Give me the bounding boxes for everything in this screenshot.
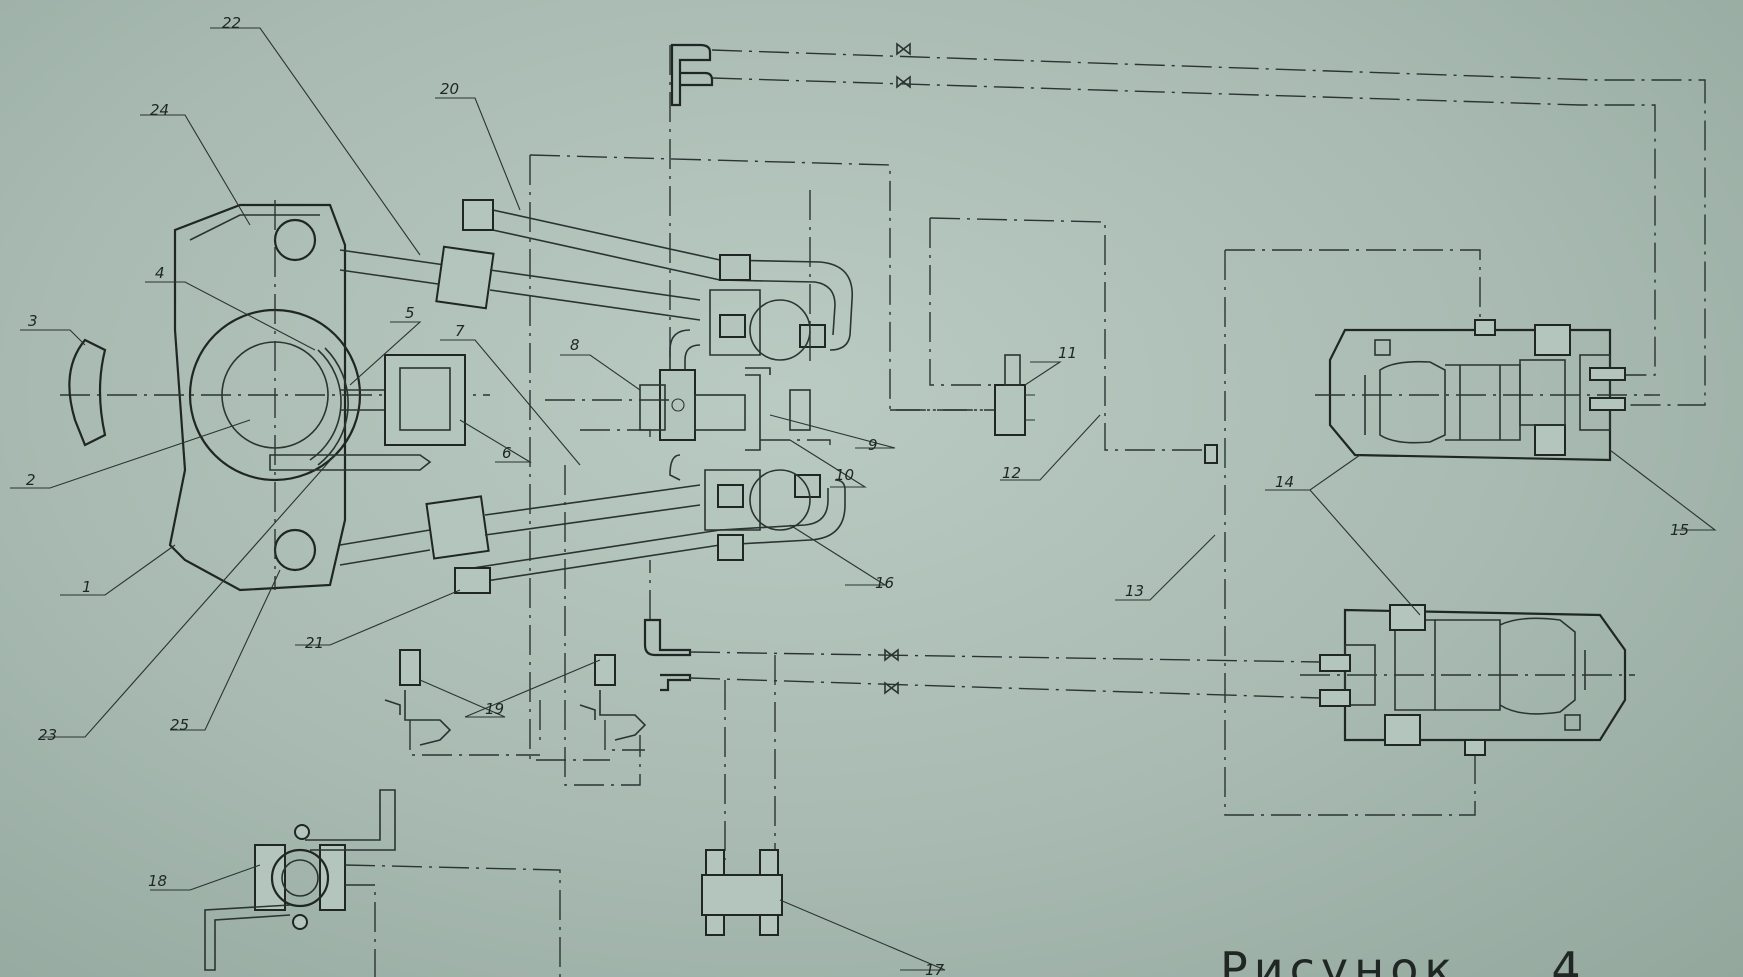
pipe-lines-center <box>529 45 990 786</box>
label-2: 2 <box>26 471 36 489</box>
pressure-switch-11 <box>890 217 1210 451</box>
label-12: 12 <box>1002 464 1021 482</box>
label-13: 13 <box>1125 582 1144 600</box>
label-18: 18 <box>148 872 167 890</box>
label-17: 17 <box>925 961 945 977</box>
box-6 <box>384 354 466 446</box>
upper-cylinder <box>339 199 853 380</box>
label-15: 15 <box>1670 521 1689 539</box>
callout-labels: 1 2 3 4 5 6 7 8 9 10 11 12 13 14 15 16 1… <box>26 14 1689 977</box>
label-8: 8 <box>570 336 580 354</box>
label-14: 14 <box>1275 473 1294 491</box>
block-17 <box>701 849 783 936</box>
label-1: 1 <box>82 578 92 596</box>
drawing-title: Рисунок … 4 <box>1220 942 1587 977</box>
motor-upper <box>1315 319 1660 462</box>
label-22: 22 <box>222 14 241 32</box>
coupling-18 <box>204 789 561 977</box>
valves-19 <box>384 649 647 756</box>
valve-block <box>639 367 811 451</box>
label-16: 16 <box>875 574 894 592</box>
label-11: 11 <box>1058 344 1077 362</box>
fitting-13 <box>1204 444 1218 464</box>
lower-cylinder <box>339 454 846 594</box>
label-4: 4 <box>155 264 165 282</box>
label-9: 9 <box>868 436 878 454</box>
label-5: 5 <box>405 304 415 322</box>
label-19: 19 <box>485 700 504 718</box>
lower-pipes <box>643 618 1321 860</box>
label-10: 10 <box>835 466 854 484</box>
label-6: 6 <box>502 444 512 462</box>
label-7: 7 <box>455 322 465 340</box>
motor-lower <box>1300 604 1635 756</box>
pipe-13 <box>1224 249 1481 816</box>
label-25: 25 <box>170 716 189 734</box>
lens-3 <box>68 338 107 447</box>
label-21: 21 <box>305 634 324 652</box>
label-20: 20 <box>440 80 459 98</box>
label-3: 3 <box>28 312 38 330</box>
label-24: 24 <box>150 101 169 119</box>
leader-lines <box>10 27 1717 971</box>
label-23: 23 <box>38 726 57 744</box>
top-pipes <box>670 42 1706 406</box>
